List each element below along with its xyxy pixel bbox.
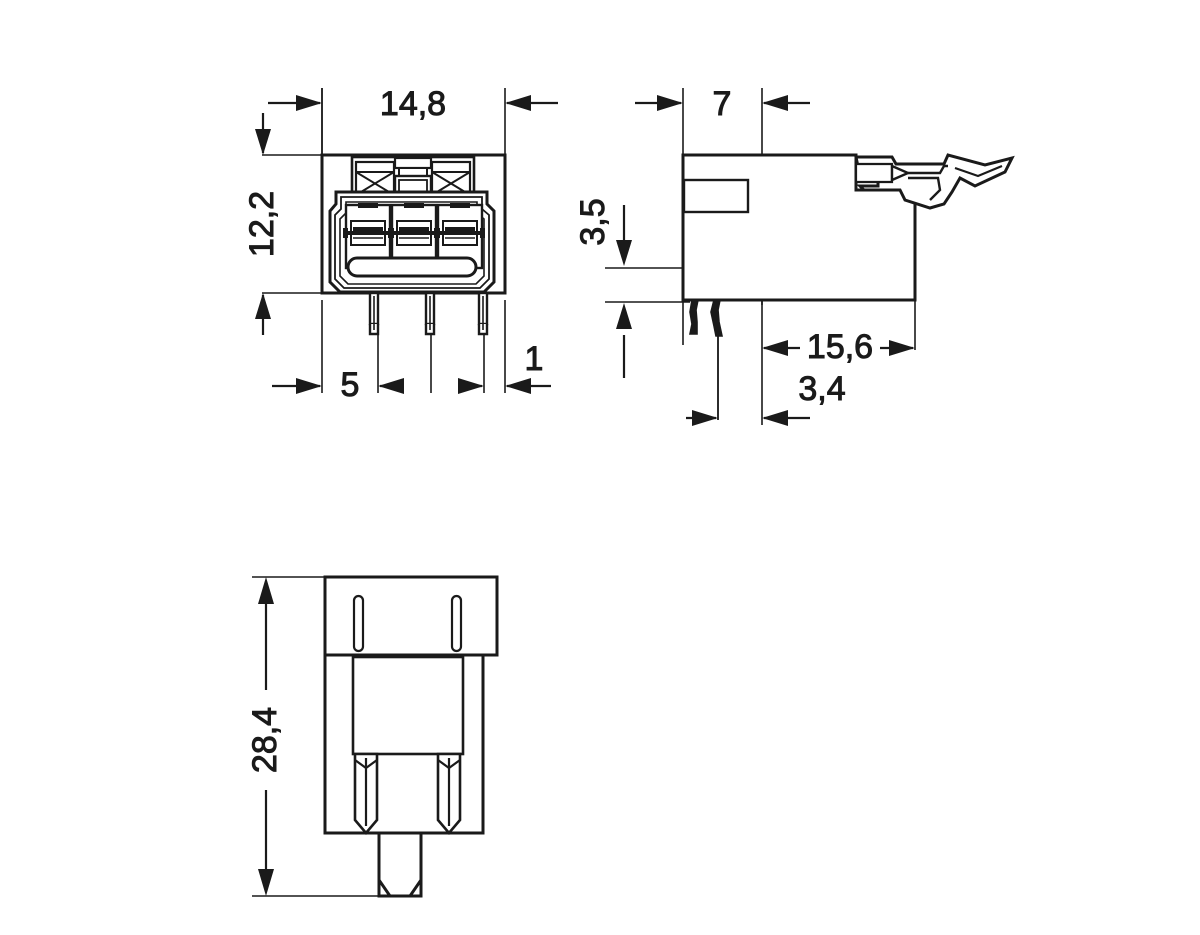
dimension-label-width: 14,8: [380, 85, 446, 123]
dimension-label-28-4: 28,4: [246, 707, 284, 773]
front-view: 14,8 12,2 5 1: [243, 85, 558, 405]
side-solder-pins: [689, 299, 723, 420]
arrowhead: [762, 340, 788, 356]
arrowhead: [258, 577, 274, 604]
side-latch-lever: [854, 153, 1015, 210]
front-contact-blades: [343, 220, 485, 246]
bottom-slot-left: [352, 594, 365, 653]
arrowhead: [255, 129, 271, 155]
front-view-extension-lines: [262, 88, 506, 393]
arrowhead: [657, 95, 683, 111]
arrowhead: [458, 378, 484, 394]
bottom-slot-right: [450, 594, 463, 653]
arrowhead: [505, 95, 531, 111]
arrowhead: [692, 410, 718, 426]
arrowhead: [258, 869, 274, 896]
bottom-contact-pins: [353, 752, 462, 836]
arrowhead: [616, 240, 632, 266]
arrowhead: [505, 378, 531, 394]
front-coding-rail: [346, 256, 478, 278]
dimension-label-5: 5: [341, 366, 360, 404]
dimension-label-7: 7: [713, 85, 732, 123]
front-solder-pins: [368, 291, 489, 336]
dimension-label-3-5: 3,5: [574, 198, 612, 245]
arrowhead: [296, 378, 322, 394]
dimension-label-15-6: 15,6: [807, 328, 873, 366]
dimension-label-3-4: 3,4: [798, 370, 845, 408]
arrowhead: [762, 95, 788, 111]
dimension-label-height: 12,2: [243, 191, 281, 257]
side-window: [682, 178, 750, 214]
bottom-view: 28,4: [246, 575, 499, 898]
arrowhead: [378, 378, 404, 394]
side-view: 7 3,5 15,6 3,4: [574, 85, 1015, 426]
bottom-center-tab: [377, 831, 423, 898]
dimension-label-1: 1: [525, 340, 544, 378]
arrowhead: [616, 303, 632, 329]
arrowhead: [296, 95, 322, 111]
arrowhead: [889, 340, 915, 356]
arrowhead: [255, 293, 271, 319]
bottom-center-block: [351, 655, 465, 756]
arrowhead: [762, 410, 788, 426]
